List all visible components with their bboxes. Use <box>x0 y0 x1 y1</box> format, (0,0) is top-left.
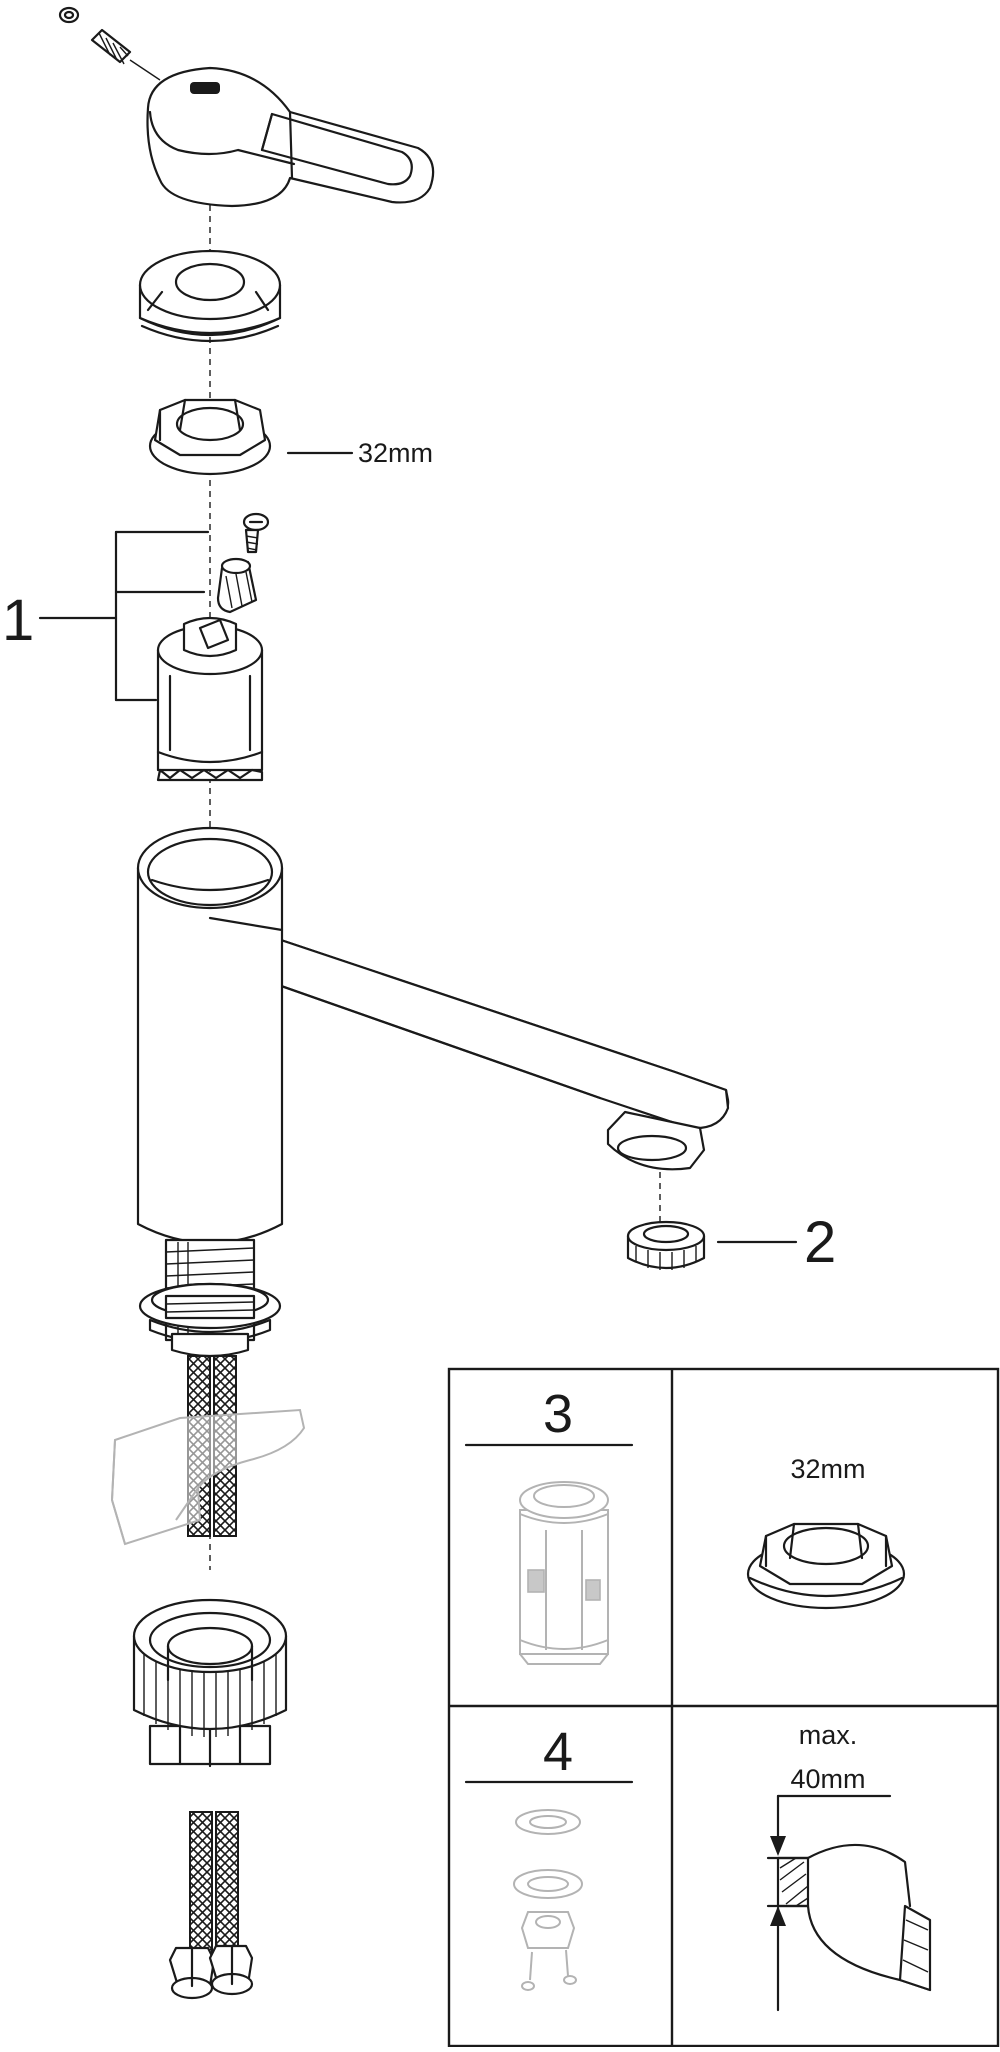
fixing-nut <box>132 1598 288 1768</box>
part-3-number: 3 <box>543 1384 573 1444</box>
spare-nut-icon <box>746 1522 906 1610</box>
faucet-body <box>136 826 730 1244</box>
aerator <box>626 1220 706 1270</box>
table-nut-size-label: 32mm <box>790 1454 865 1484</box>
spare-washers-icon <box>513 1809 583 1991</box>
cover-cap <box>138 249 282 343</box>
callout-1-bracket: 1 <box>2 530 210 702</box>
mixing-cartridge <box>156 616 264 782</box>
mounting-nut-32mm <box>148 398 272 476</box>
spare-cartridge-icon <box>519 1481 609 1665</box>
table-cell-nut: 32mm <box>746 1454 906 1610</box>
callout-2: 2 <box>716 1210 836 1275</box>
table-cell-4: 4 <box>464 1722 634 1991</box>
table-cell-3: 3 <box>464 1384 634 1665</box>
nut-size-callout: 32mm <box>286 438 433 468</box>
flex-hoses-lower <box>189 1811 239 1963</box>
sink-deck <box>110 1408 306 1546</box>
shank-washer <box>138 1282 282 1358</box>
part-4-number: 4 <box>543 1722 573 1782</box>
spare-parts-table <box>447 1367 1000 2048</box>
callout-2-label: 2 <box>804 1210 836 1275</box>
callout-1-label: 1 <box>2 588 34 653</box>
grub-screw <box>58 6 161 81</box>
hose-fittings <box>168 1944 254 2000</box>
table-cell-max-thickness: max. 40mm <box>766 1720 932 2012</box>
max-label: max. <box>799 1720 858 1750</box>
thickness-label: 40mm <box>790 1764 865 1794</box>
max-thickness-diagram <box>766 1794 932 2012</box>
lever-handle <box>146 66 435 208</box>
cartridge-adapter <box>216 557 258 614</box>
nut-size-label: 32mm <box>358 438 433 468</box>
cartridge-screw <box>242 512 270 554</box>
